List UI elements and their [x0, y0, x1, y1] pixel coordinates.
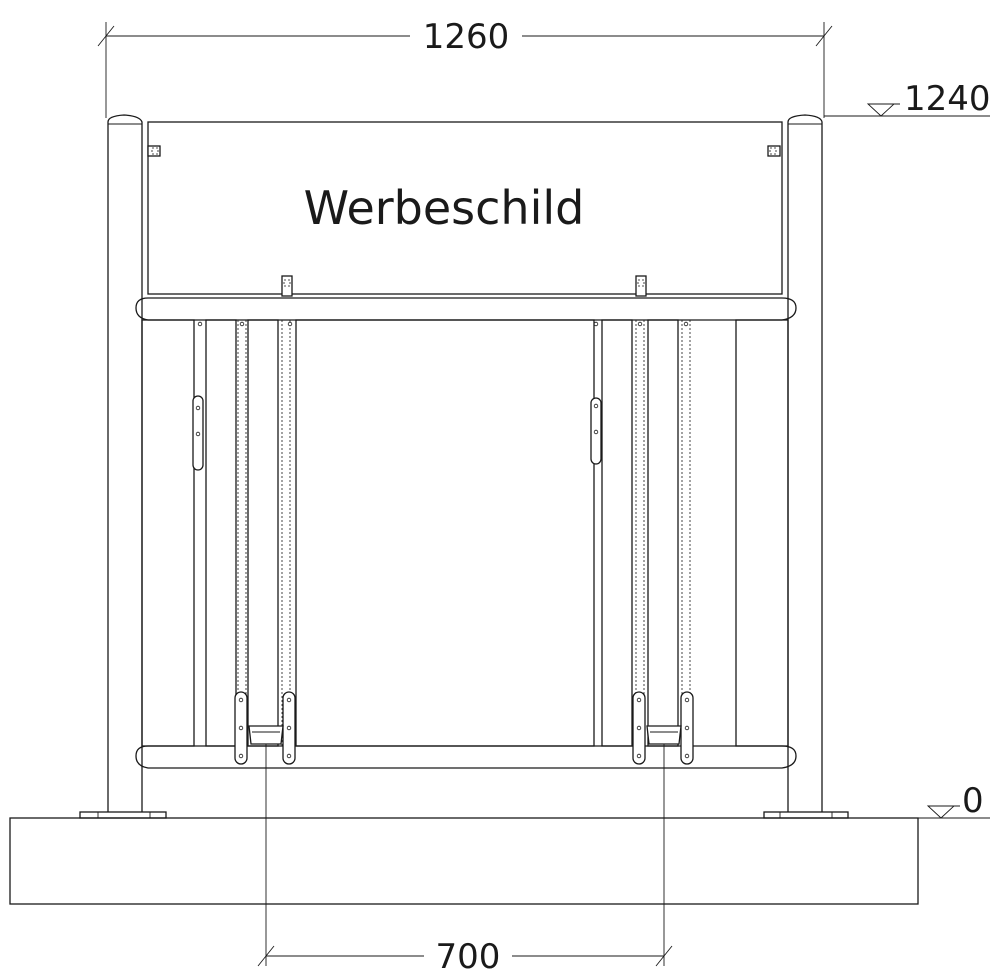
clamp-sign-bottom-right [635, 275, 647, 297]
post-left [107, 114, 143, 812]
dimension-post-spacing: 700 [257, 744, 673, 972]
hinge-bottom-left [234, 691, 296, 765]
dimension-width-label: 1260 [423, 17, 510, 57]
foundation-block [9, 817, 919, 905]
elevation-top-label: 1240 [904, 79, 991, 119]
advertising-sign: Werbeschild [147, 121, 783, 295]
vertical-bars-right [601, 319, 691, 747]
post-right [787, 114, 823, 812]
center-panel [295, 319, 595, 747]
clamp-sign-bottom-left [281, 275, 293, 297]
elevation-ground-label: 0 [962, 781, 984, 821]
elevation-marker-top: 1240 [824, 79, 991, 119]
clamp-middle-right [590, 397, 602, 465]
clamp-sign-top-left [147, 145, 161, 157]
dimension-spacing-label: 700 [436, 937, 501, 972]
hinge-bottom-right [632, 691, 694, 765]
base-plate-left [79, 811, 167, 819]
dimension-overall-width: 1260 [97, 17, 833, 118]
sign-label: Werbeschild [304, 181, 585, 235]
base-plate-right [763, 811, 849, 819]
rail-top [135, 297, 797, 321]
rail-bottom [135, 745, 797, 769]
clamp-middle-left [192, 395, 204, 471]
frame-left-outer [141, 319, 195, 747]
elevation-marker-ground: 0 [824, 781, 990, 821]
vertical-bars-left [205, 319, 291, 747]
rivets-top [197, 321, 689, 327]
frame-right-outer [735, 319, 789, 747]
clamp-sign-top-right [767, 145, 781, 157]
